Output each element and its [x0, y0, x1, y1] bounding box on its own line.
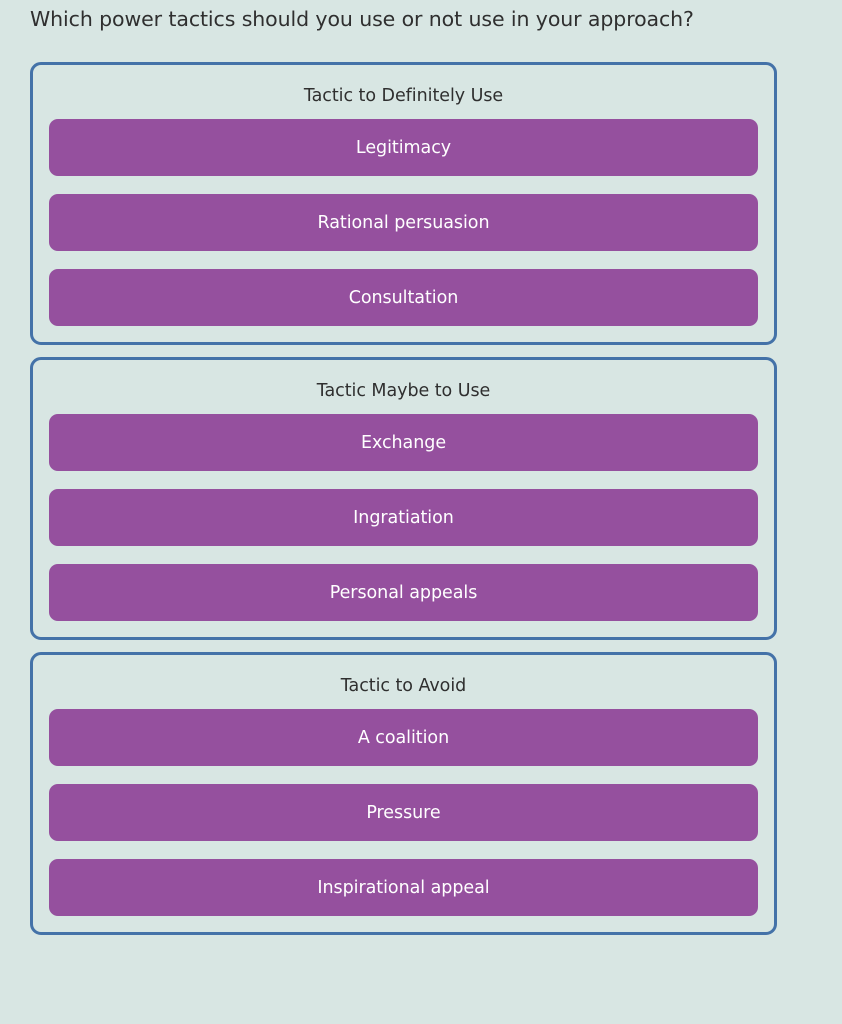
- option-button[interactable]: Inspirational appeal: [49, 859, 758, 916]
- option-button[interactable]: Exchange: [49, 414, 758, 471]
- option-button[interactable]: Pressure: [49, 784, 758, 841]
- option-button[interactable]: Legitimacy: [49, 119, 758, 176]
- option-button[interactable]: A coalition: [49, 709, 758, 766]
- option-button[interactable]: Personal appeals: [49, 564, 758, 621]
- option-list: Legitimacy Rational persuasion Consultat…: [49, 119, 758, 326]
- option-button[interactable]: Rational persuasion: [49, 194, 758, 251]
- option-list: A coalition Pressure Inspirational appea…: [49, 709, 758, 916]
- tactic-group-maybe-use: Tactic Maybe to Use Exchange Ingratiatio…: [30, 357, 777, 640]
- tactic-groups-container: Tactic to Definitely Use Legitimacy Rati…: [30, 62, 777, 947]
- tactic-group-avoid: Tactic to Avoid A coalition Pressure Ins…: [30, 652, 777, 935]
- option-button[interactable]: Consultation: [49, 269, 758, 326]
- group-header: Tactic to Definitely Use: [303, 86, 504, 106]
- option-list: Exchange Ingratiation Personal appeals: [49, 414, 758, 621]
- group-header: Tactic to Avoid: [340, 676, 467, 696]
- option-button[interactable]: Ingratiation: [49, 489, 758, 546]
- group-header: Tactic Maybe to Use: [316, 381, 491, 401]
- question-prompt: Which power tactics should you use or no…: [30, 7, 694, 31]
- tactic-group-definitely-use: Tactic to Definitely Use Legitimacy Rati…: [30, 62, 777, 345]
